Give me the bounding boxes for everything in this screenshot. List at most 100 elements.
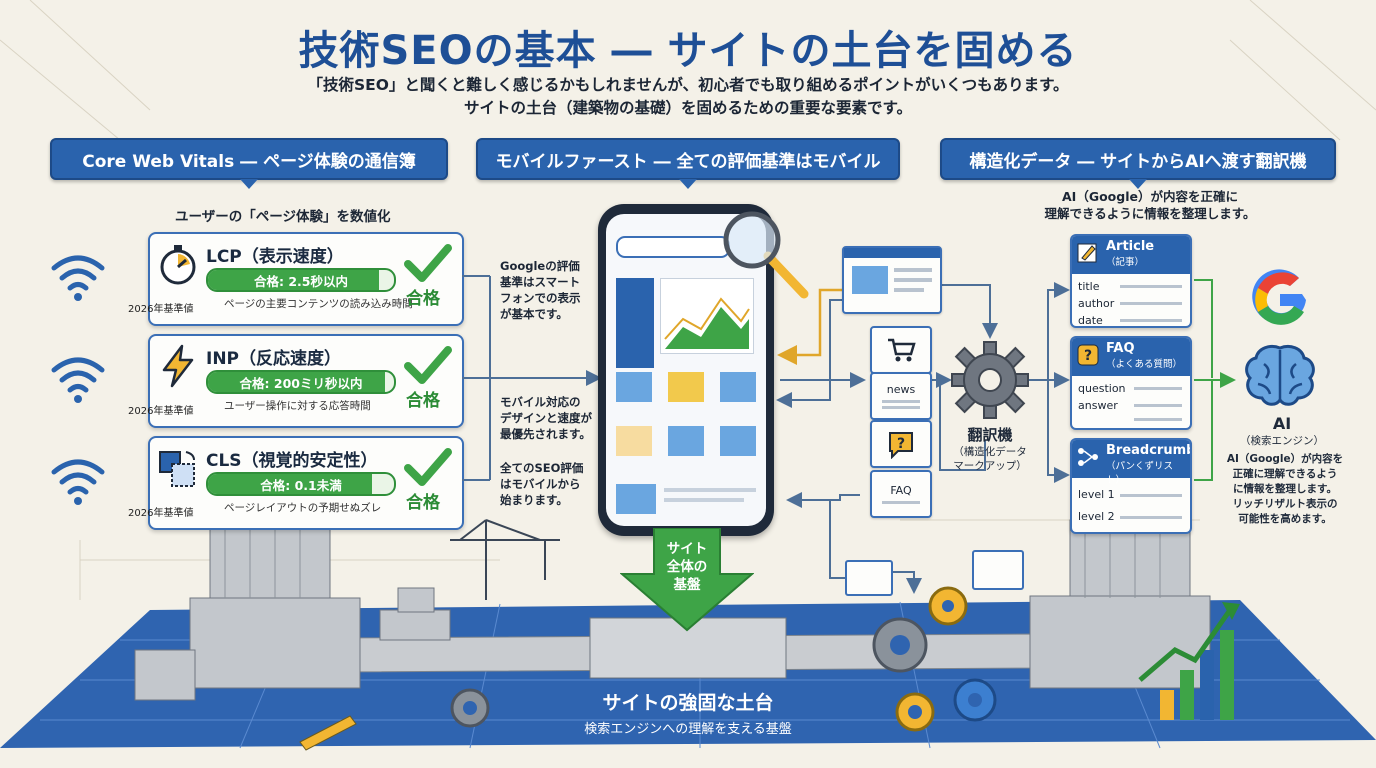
wifi-icon (51, 459, 105, 505)
pencil-icon (1077, 243, 1097, 263)
page-subtitle: 「技術SEO」と聞くと難しく感じるかもしれませんが、初心者でも取り組めるポイント… (0, 74, 1376, 120)
note-line: フォンでの表示 (500, 291, 581, 305)
label-line: AI（Google）が内容を正確に (1062, 189, 1238, 204)
text-line (894, 278, 932, 282)
note-line: 始まります。 (500, 493, 568, 507)
schema-field: question (1078, 382, 1126, 395)
inp-baseline: 2026年基準値 (128, 406, 194, 417)
hierarchy-icon (1078, 448, 1098, 466)
ai-subtitle: （検索エンジン） (1240, 435, 1324, 447)
cls-target-bar: 合格: 0.1未満 (206, 472, 396, 496)
arrow-label-line: 全体の (666, 559, 708, 575)
cls-name: CLS（視覚的安定性） (206, 451, 378, 471)
phone-image-tile (616, 372, 652, 402)
schema-field: level 1 (1078, 488, 1115, 501)
text-line (882, 400, 920, 403)
translator-title: 翻訳機 (967, 426, 1013, 444)
check-icon (404, 244, 452, 282)
text-line (1134, 418, 1182, 421)
metric-fill (208, 474, 372, 494)
note-line: はモバイルから (500, 477, 581, 491)
translator-subtitle: （構造化データ (953, 446, 1027, 458)
text-line (664, 488, 756, 492)
svg-text:?: ? (1084, 348, 1092, 364)
check-icon (404, 448, 452, 486)
label-line: 理解できるように情報を整理します。 (1044, 206, 1256, 221)
document-icon (845, 560, 893, 596)
arrow-label-line: 基盤 (673, 577, 701, 593)
window-titlebar (844, 248, 940, 258)
schema-field: level 2 (1078, 510, 1115, 523)
cls-metric-card: CLS（視覚的安定性） 合格: 0.1未満 2026年基準値 ページレイアウトの… (128, 436, 464, 530)
arrow-label-line: サイト (666, 541, 708, 557)
text-line (882, 501, 920, 504)
text-line (1120, 516, 1182, 519)
schema-field: answer (1078, 399, 1118, 412)
check-icon (404, 346, 452, 384)
phone-image-tile (616, 484, 656, 514)
schema-field: title (1078, 280, 1100, 293)
lcp-baseline: 2026年基準値 (128, 304, 194, 315)
cls-baseline: 2026年基準値 (128, 508, 194, 519)
cls-description: ページレイアウトの予期せぬズレ (224, 502, 382, 514)
foundation-title: サイトの強固な土台 (602, 692, 774, 714)
note-line: モバイル対応の (500, 395, 581, 409)
schema-field: author (1078, 297, 1115, 310)
schema-field: date (1078, 314, 1103, 327)
wifi-icon (51, 255, 105, 301)
faq-icon-label: FAQ (890, 484, 912, 497)
document-icon (972, 550, 1024, 590)
phone-screen (606, 214, 766, 526)
phone-image-tile (668, 372, 704, 402)
note-line: 最優先されます。 (500, 427, 591, 441)
translator-subtitle: マークアップ） (953, 460, 1027, 472)
text-line (1134, 387, 1182, 390)
text-line (894, 288, 924, 292)
text-line (1120, 285, 1182, 288)
card-title: Breadcrumb (1106, 443, 1192, 458)
subtitle-line-2: サイトの土台（建築物の基礎）を固めるための重要な要素です。 (464, 99, 912, 117)
gear-icon (951, 341, 1029, 419)
lcp-name: LCP（表示速度） (206, 247, 344, 267)
lcp-result: 合格 (406, 289, 440, 309)
mobile-note-2: モバイル対応の デザインと速度が 最優先されます。 (500, 394, 592, 442)
lcp-metric-card: LCP（表示速度） 合格: 2.5秒以内 2026年基準値 ページの主要コンテン… (128, 232, 464, 326)
card-subtitle: （よくある質問） (1106, 359, 1183, 370)
ai-desc-line: リッチリザルト表示の (1232, 498, 1338, 510)
ai-desc-line: 正確に理解できるよう (1232, 468, 1338, 480)
ai-desc-line: に情報を整理します。 (1233, 483, 1337, 495)
web-page-window (842, 246, 942, 314)
text-line (664, 498, 744, 502)
phone-image-tile (720, 372, 756, 402)
site-foundation-arrow-label: サイト 全体の 基盤 (640, 540, 734, 594)
foundation-label: サイトの強固な土台 検索エンジンへの理解を支える基盤 (480, 688, 896, 737)
text-line (882, 406, 920, 409)
google-logo-icon (1252, 269, 1306, 325)
lightning-icon (162, 344, 194, 388)
page-title: 技術SEOの基本 ― サイトの土台を固める (298, 28, 1078, 74)
inp-target: 合格: 200ミリ秒以内 (239, 376, 363, 391)
note-line: 基準はスマート (500, 275, 581, 289)
down-arrow-icon (620, 528, 754, 632)
inp-metric-card: INP（反応速度） 合格: 200ミリ秒以内 2026年基準値 ユーザー操作に対… (128, 334, 464, 428)
faq-icon: FAQ (870, 470, 932, 518)
text-line (1120, 494, 1182, 497)
svg-text:?: ? (897, 436, 905, 452)
ai-desc-line: 可能性を高めます。 (1238, 513, 1332, 525)
lcp-target: 合格: 2.5秒以内 (254, 274, 348, 289)
card-title: FAQ (1106, 341, 1135, 356)
wifi-icon (51, 357, 105, 403)
phone-search-bar[interactable] (616, 236, 730, 258)
window-image (852, 266, 888, 294)
phone-sidebar (616, 278, 654, 368)
mobile-section-header: モバイルファースト ― 全ての評価基準はモバイル (476, 138, 900, 189)
lcp-target-bar: 合格: 2.5秒以内 (206, 268, 396, 292)
ai-desc-line: AI（Google）が内容を (1226, 453, 1344, 465)
article-schema-card: Article （記事） title author date (1070, 234, 1192, 328)
ai-description: AI（Google）が内容を 正確に理解できるよう に情報を整理します。 リッチ… (1210, 452, 1360, 527)
cwv-section-header: Core Web Vitals ― ページ体験の通信簿 (50, 138, 448, 189)
cwv-section-label: ユーザーの「ページ体験」を数値化 (175, 209, 391, 225)
phone-image-tile (668, 426, 704, 456)
structured-section-label: AI（Google）が内容を正確に 理解できるように情報を整理します。 (1020, 188, 1280, 222)
